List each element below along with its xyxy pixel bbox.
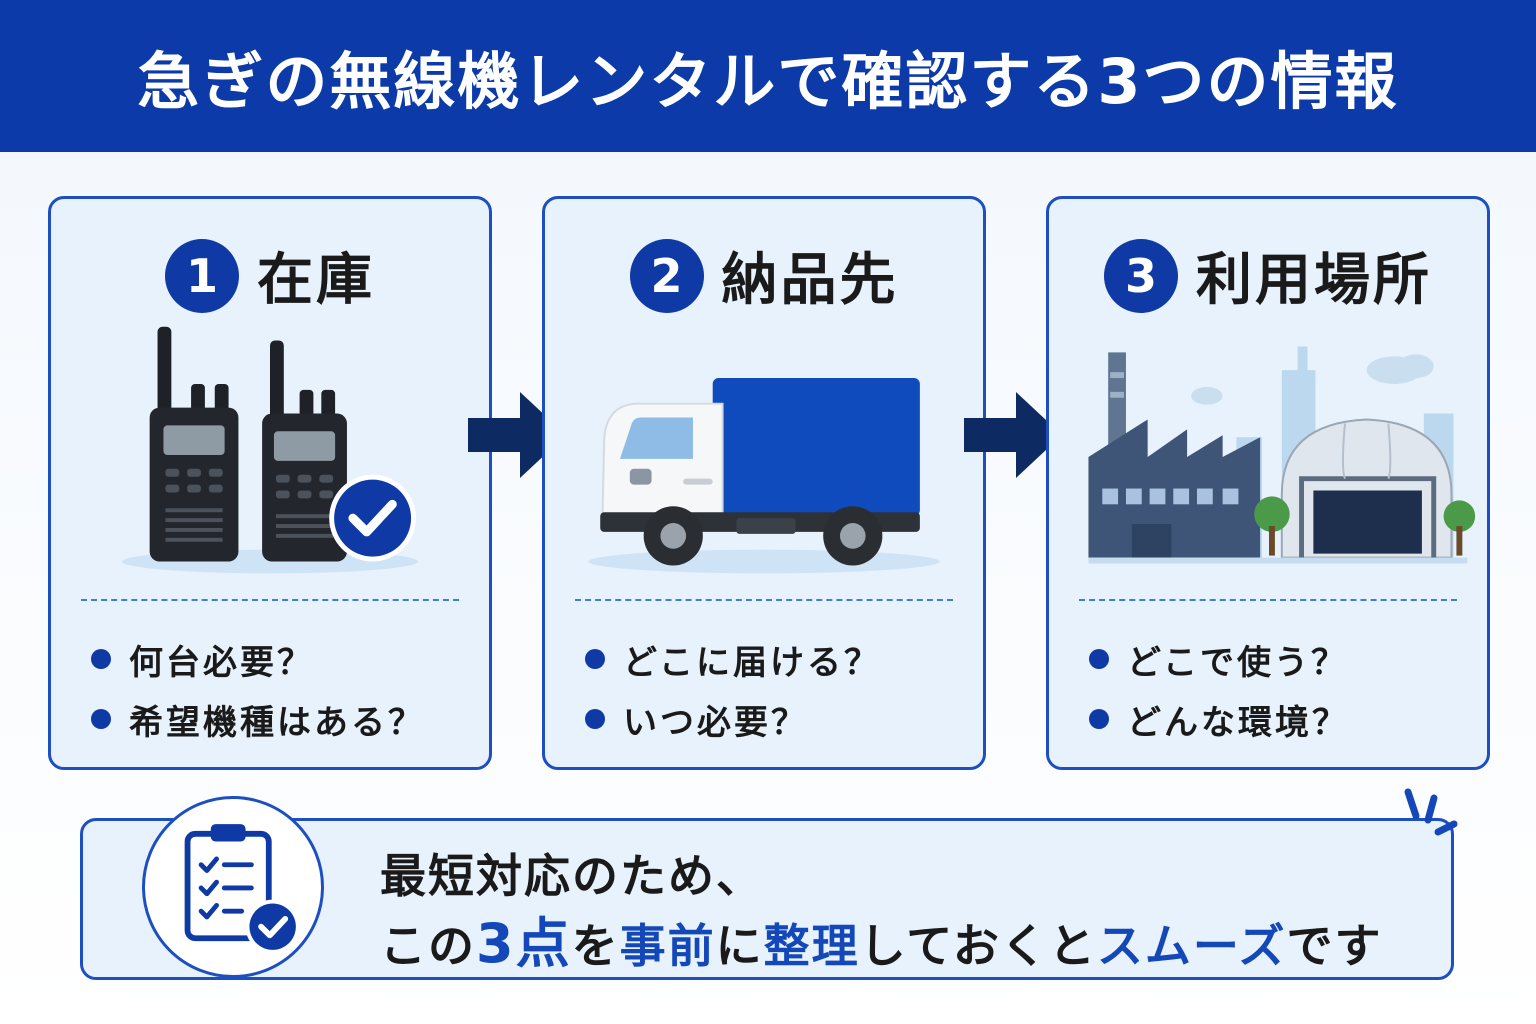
dashed-divider (575, 599, 953, 601)
step-number-badge: 1 (165, 238, 239, 313)
summary-note-text: 最短対応のため、 この3点を事前に整理しておくとスムーズです (380, 842, 1430, 980)
arrow-right-icon (468, 392, 566, 478)
bullet-text: 希望機種はある？ (129, 702, 425, 743)
clipboard-checklist-icon (184, 824, 300, 954)
step-number-badge: 3 (1104, 238, 1178, 313)
walkie-talkies-with-check-icon (122, 326, 418, 574)
list-item: どんな環境？ (1089, 689, 1349, 749)
delivery-truck-icon (588, 378, 940, 574)
card-heading: 納品先 (721, 248, 899, 313)
card-location: 3 利用場所 どこで使 (1046, 196, 1490, 770)
emphasis-sparks-icon (1404, 788, 1458, 836)
bullet-dot-icon (91, 709, 111, 729)
bullet-text: 何台必要？ (129, 642, 314, 683)
header-banner: 急ぎの無線機レンタルで確認する3つの情報 (0, 0, 1536, 152)
card-title: 3 利用場所 (1049, 235, 1487, 316)
bullet-list: 何台必要？ 希望機種はある？ (91, 629, 425, 749)
card-title: 2 納品先 (545, 235, 983, 316)
note-line-1: 最短対応のため、 (380, 849, 764, 903)
bullet-list: どこに届ける？ いつ必要？ (585, 629, 881, 749)
dashed-divider (1079, 599, 1457, 601)
card-title: 1 在庫 (51, 235, 489, 316)
bullet-text: どこで使う？ (1127, 642, 1348, 683)
bullet-dot-icon (585, 649, 605, 669)
bullet-text: いつ必要？ (623, 702, 808, 743)
bullet-dot-icon (91, 649, 111, 669)
list-item: どこに届ける？ (585, 629, 881, 689)
card-heading: 在庫 (257, 248, 375, 313)
list-item: 何台必要？ (91, 629, 425, 689)
bullet-dot-icon (1089, 649, 1109, 669)
list-item: 希望機種はある？ (91, 689, 425, 749)
bullet-list: どこで使う？ どんな環境？ (1089, 629, 1349, 749)
card-heading: 利用場所 (1196, 248, 1432, 313)
clipboard-icon-circle (142, 796, 324, 978)
list-item: いつ必要？ (585, 689, 881, 749)
bullet-dot-icon (585, 709, 605, 729)
list-item: どこで使う？ (1089, 629, 1349, 689)
card-stock: 1 在庫 何台必要？ 希望機種はある？ (48, 196, 492, 770)
step-number-badge: 2 (629, 238, 704, 313)
arrow-right-icon (964, 392, 1062, 478)
dashed-divider (81, 599, 459, 601)
bullet-text: どんな環境？ (1127, 702, 1349, 743)
factory-and-dome-venue-icon (1088, 346, 1476, 564)
note-line-2: この3点を事前に整理しておくとスムーズです (380, 912, 1383, 975)
bullet-text: どこに届ける？ (623, 642, 881, 683)
card-delivery: 2 納品先 どこに届ける？ いつ必要？ (542, 196, 986, 770)
bullet-dot-icon (1089, 709, 1109, 729)
page-title: 急ぎの無線機レンタルで確認する3つの情報 (137, 45, 1399, 118)
